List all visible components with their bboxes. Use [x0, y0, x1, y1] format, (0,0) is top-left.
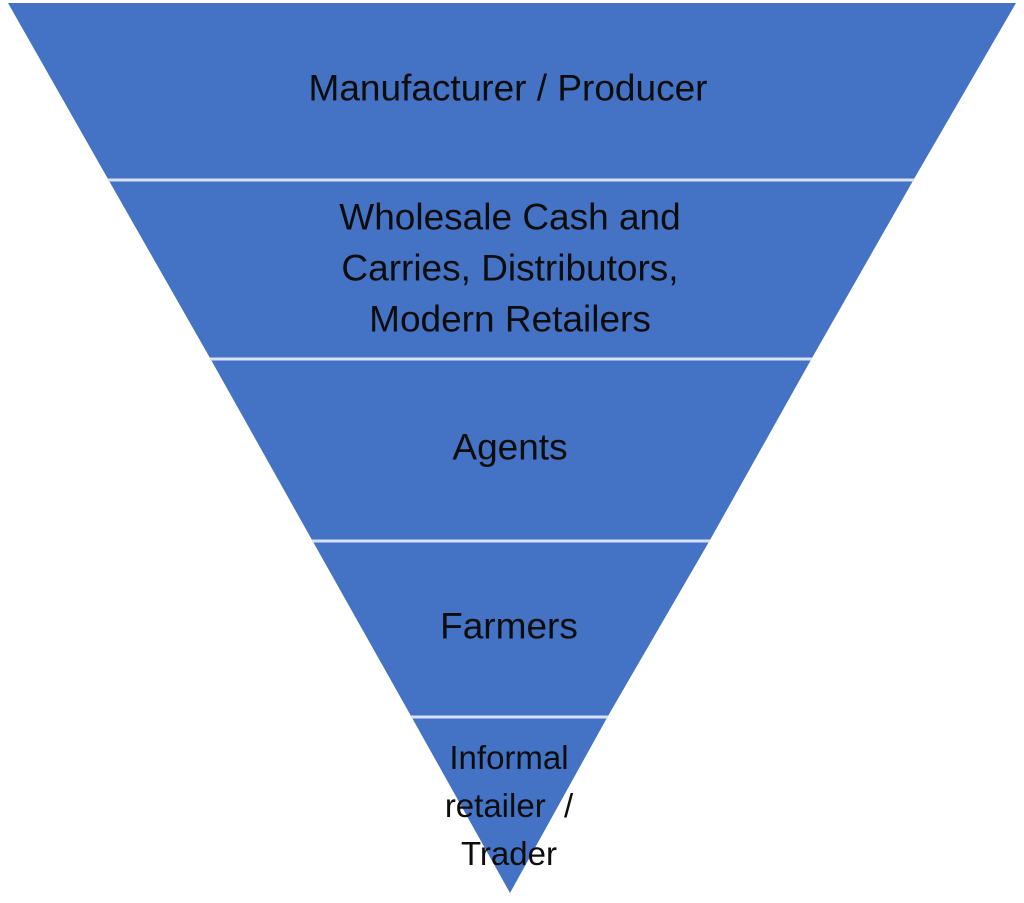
tier-label-line: retailer / [444, 787, 574, 825]
tier-label-informal-retailer: Informal retailer / Trader [445, 734, 573, 878]
funnel-tier-wholesale [108, 179, 914, 358]
tier-label-line: Manufacturer / Producer [308, 67, 708, 109]
tier-label-agents: Agents [452, 423, 567, 470]
tier-label-line: Agents [452, 426, 568, 468]
tier-label-line: Carries, Distributors, [341, 247, 679, 289]
tier-label-farmers: Farmers [440, 602, 578, 649]
tier-label-line: Informal [449, 739, 569, 777]
tier-label-wholesale: Wholesale Cash and Carries, Distributors… [339, 191, 680, 344]
tier-label-line: Trader [461, 834, 557, 872]
funnel-tier-manufacturer [8, 3, 1016, 179]
tier-label-line: Farmers [440, 605, 578, 647]
funnel-tier-informal-retailer [411, 716, 608, 893]
tier-label-line: Wholesale Cash and [339, 196, 681, 238]
tier-label-manufacturer: Manufacturer / Producer [309, 64, 708, 111]
tier-label-line: Modern Retailers [369, 298, 651, 340]
funnel-tier-agents [210, 358, 812, 540]
funnel-tier-farmers [312, 540, 710, 716]
